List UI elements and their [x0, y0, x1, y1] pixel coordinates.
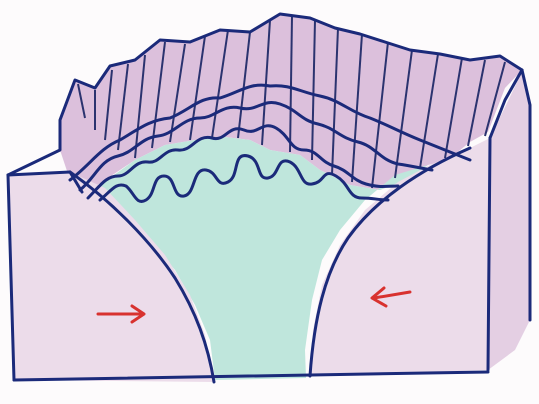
right-vertical-edge — [488, 138, 490, 370]
